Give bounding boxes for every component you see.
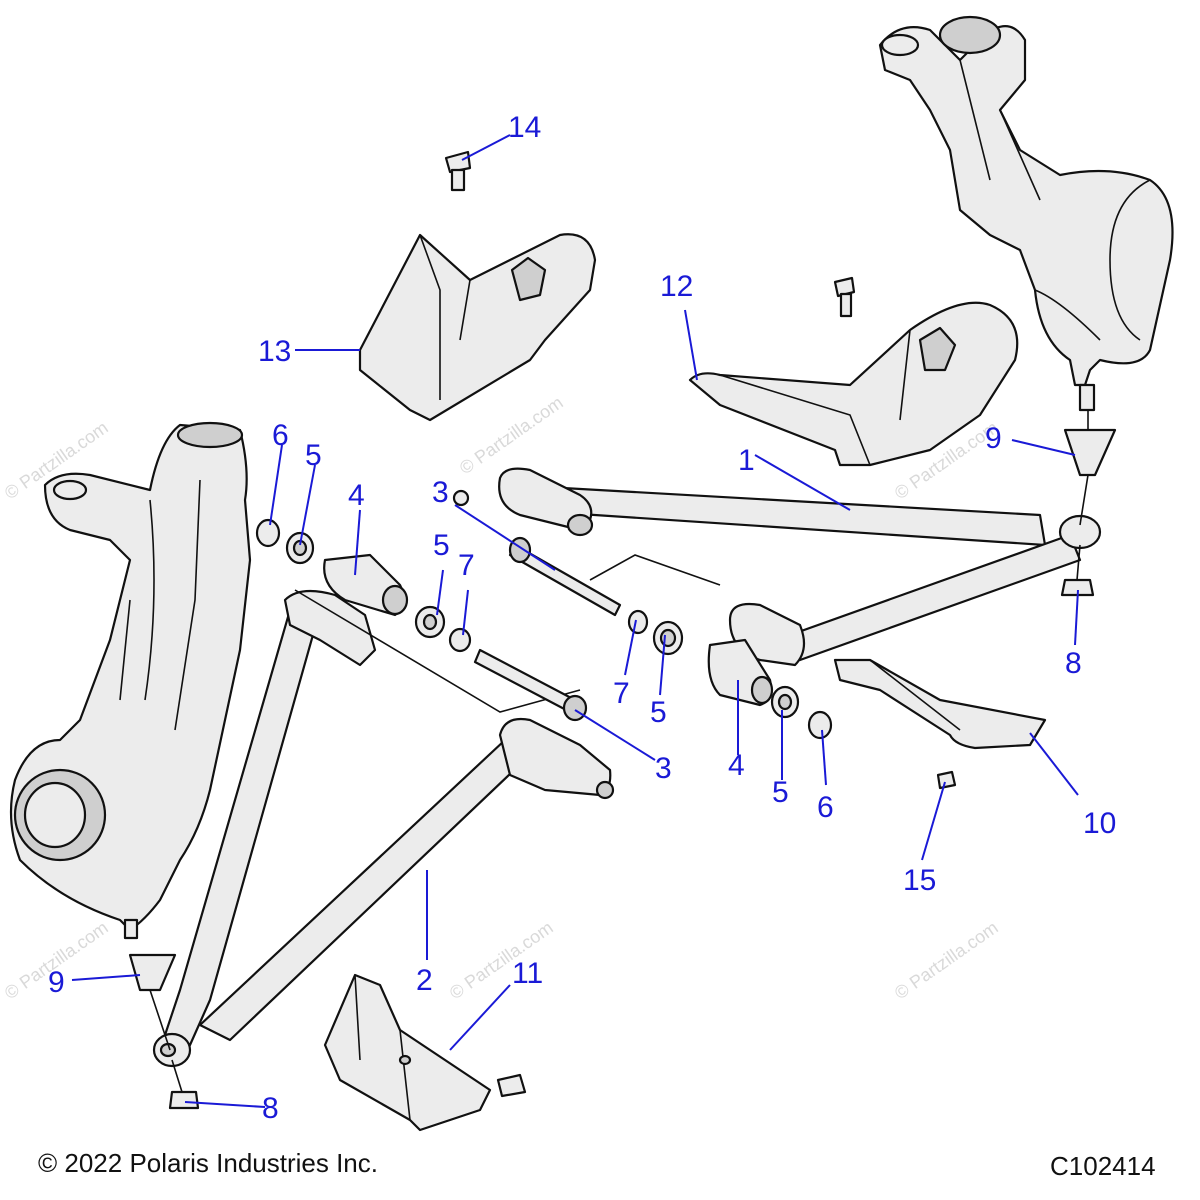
callout-6-left: 6 [272,419,289,452]
callout-7-lower: 7 [613,677,630,710]
callout-1: 1 [738,444,755,477]
skid-plate-10 [833,658,1047,750]
upper-a-arm [498,467,1102,667]
callout-10: 10 [1083,807,1116,840]
callout-5-upper-left: 5 [305,439,322,472]
callout-7-upper: 7 [458,549,475,582]
callout-5-lower-middle: 5 [650,696,667,729]
bolt-14 [444,150,856,318]
bushing-left [323,553,409,617]
callout-labels: 1 2 3 3 4 4 5 5 5 5 6 6 7 7 8 8 9 9 10 1… [48,111,1116,1125]
callout-4-left: 4 [348,479,365,512]
watermark-6: © Partzilla.com [891,917,1002,1003]
skid-plate-13 [358,233,597,422]
callout-6-right: 6 [817,791,834,824]
washers [255,518,833,740]
fasteners [128,410,1117,1110]
callout-8-left: 8 [262,1092,279,1125]
bushing-right [707,638,774,707]
callout-3-lower: 3 [655,752,672,785]
callout-4-right: 4 [728,749,745,782]
callout-8-right: 8 [1065,647,1082,680]
callout-13: 13 [258,335,291,368]
knuckle-left [9,421,252,940]
skid-plate-11 [323,973,492,1132]
callout-5-middle: 5 [433,529,450,562]
callout-11: 11 [512,957,543,990]
copyright-notice: © 2022 Polaris Industries Inc. [38,1148,378,1178]
callout-3-upper: 3 [432,476,449,509]
watermark-2: © Partzilla.com [456,392,567,478]
diagram-code: C102414 [1050,1151,1156,1181]
callout-9-right: 9 [985,422,1002,455]
callout-14: 14 [508,111,541,144]
knuckle-right [878,15,1174,412]
bolts [452,489,622,722]
callout-9-left: 9 [48,966,65,999]
callout-15: 15 [903,864,936,897]
lower-a-arm [152,589,615,1068]
callout-5-lower-right: 5 [772,776,789,809]
callout-12: 12 [660,270,693,303]
callout-2: 2 [416,964,433,997]
skid-plate-12 [688,301,1019,467]
leader-lines [71,134,1079,1108]
